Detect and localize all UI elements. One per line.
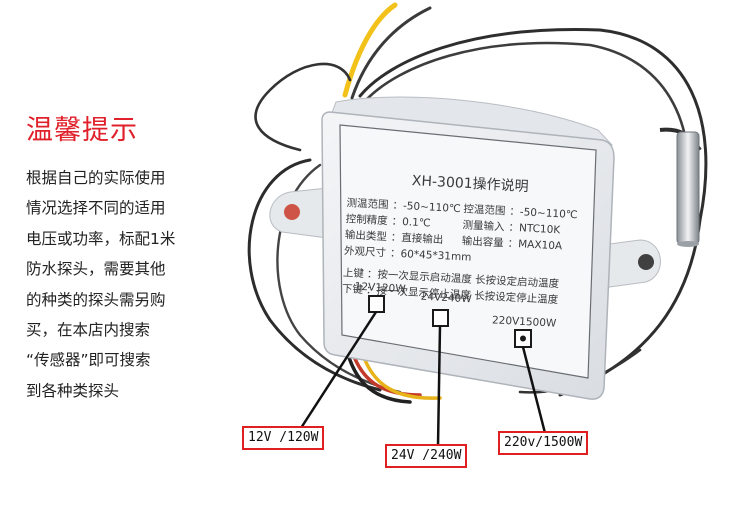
spec-row: 测温范围 ：-50~110℃ 控温范围 ：-50~110℃	[346, 196, 578, 221]
svg-text:控温范围: 控温范围	[463, 202, 506, 217]
callout-leader-lines	[299, 311, 547, 447]
svg-text:：-50~110℃: ：-50~110℃	[392, 200, 461, 216]
callout-12v-120w: 12V /120W	[242, 426, 325, 450]
svg-text:下键: 下键	[342, 282, 364, 296]
svg-text:：MAX10A: ：MAX10A	[507, 238, 563, 253]
tips-text: 根据自己的实际使用 情况选择不同的适用 电压或功率，标配1米 防水探头，需要其他…	[26, 163, 226, 406]
temperature-probe	[659, 127, 702, 247]
svg-text:外观尺寸: 外观尺寸	[344, 244, 387, 259]
tips-line: 的种类的探头需另购	[26, 290, 166, 309]
svg-text:：NTC10K: ：NTC10K	[508, 222, 561, 237]
port-label-12v: 12V120W	[354, 281, 406, 296]
svg-text:：-50~110℃: ：-50~110℃	[509, 206, 578, 222]
port-dot-220v	[520, 335, 526, 342]
instruction-label-frame	[339, 124, 597, 379]
svg-text:输出容量: 输出容量	[461, 234, 504, 249]
tips-line: “传感器”即可搜索	[26, 351, 151, 370]
tips-line: 防水探头，需要其他	[26, 260, 166, 279]
tips-line: 情况选择不同的适用	[26, 199, 166, 218]
port-box-24v	[432, 309, 449, 327]
device-top-face	[329, 96, 614, 146]
spec-row: 外观尺寸 ：60*45*31mm	[344, 244, 472, 264]
spec-row: 控制精度 ：0.1℃ 测量输入 ：NTC10K	[345, 212, 561, 236]
tips-line: 电压或功率，标配1米	[26, 229, 176, 248]
svg-text:：直接输出: ：直接输出	[391, 230, 444, 246]
label-title: XH-3001操作说明	[411, 173, 528, 195]
callout-220v-1500w: 220v/1500W	[498, 431, 589, 455]
svg-text:测量输入: 测量输入	[462, 218, 505, 233]
tips-line: 到各种类探头	[26, 381, 120, 400]
svg-text:：0.1℃: ：0.1℃	[391, 215, 431, 229]
svg-text:：60*45*31mm: ：60*45*31mm	[390, 247, 472, 263]
tips-heading: 温馨提示	[26, 115, 138, 146]
port-box-12v	[368, 295, 385, 313]
mounting-ear-right	[601, 239, 661, 289]
spec-row: 输出类型 ：直接输出 输出容量 ：MAX10A	[345, 228, 564, 252]
svg-text:测温范围: 测温范围	[346, 196, 389, 211]
tips-line: 买，在本店内搜索	[26, 321, 151, 340]
svg-text:输出类型: 输出类型	[345, 228, 388, 243]
tips-line: 根据自己的实际使用	[26, 169, 166, 187]
svg-text:控制精度: 控制精度	[345, 212, 388, 227]
port-label-220v: 220V1500W	[492, 314, 557, 329]
port-label-24v: 24V240W	[420, 291, 472, 306]
callout-24v-240w: 24V /240W	[385, 444, 468, 468]
svg-text:上键: 上键	[343, 266, 365, 280]
